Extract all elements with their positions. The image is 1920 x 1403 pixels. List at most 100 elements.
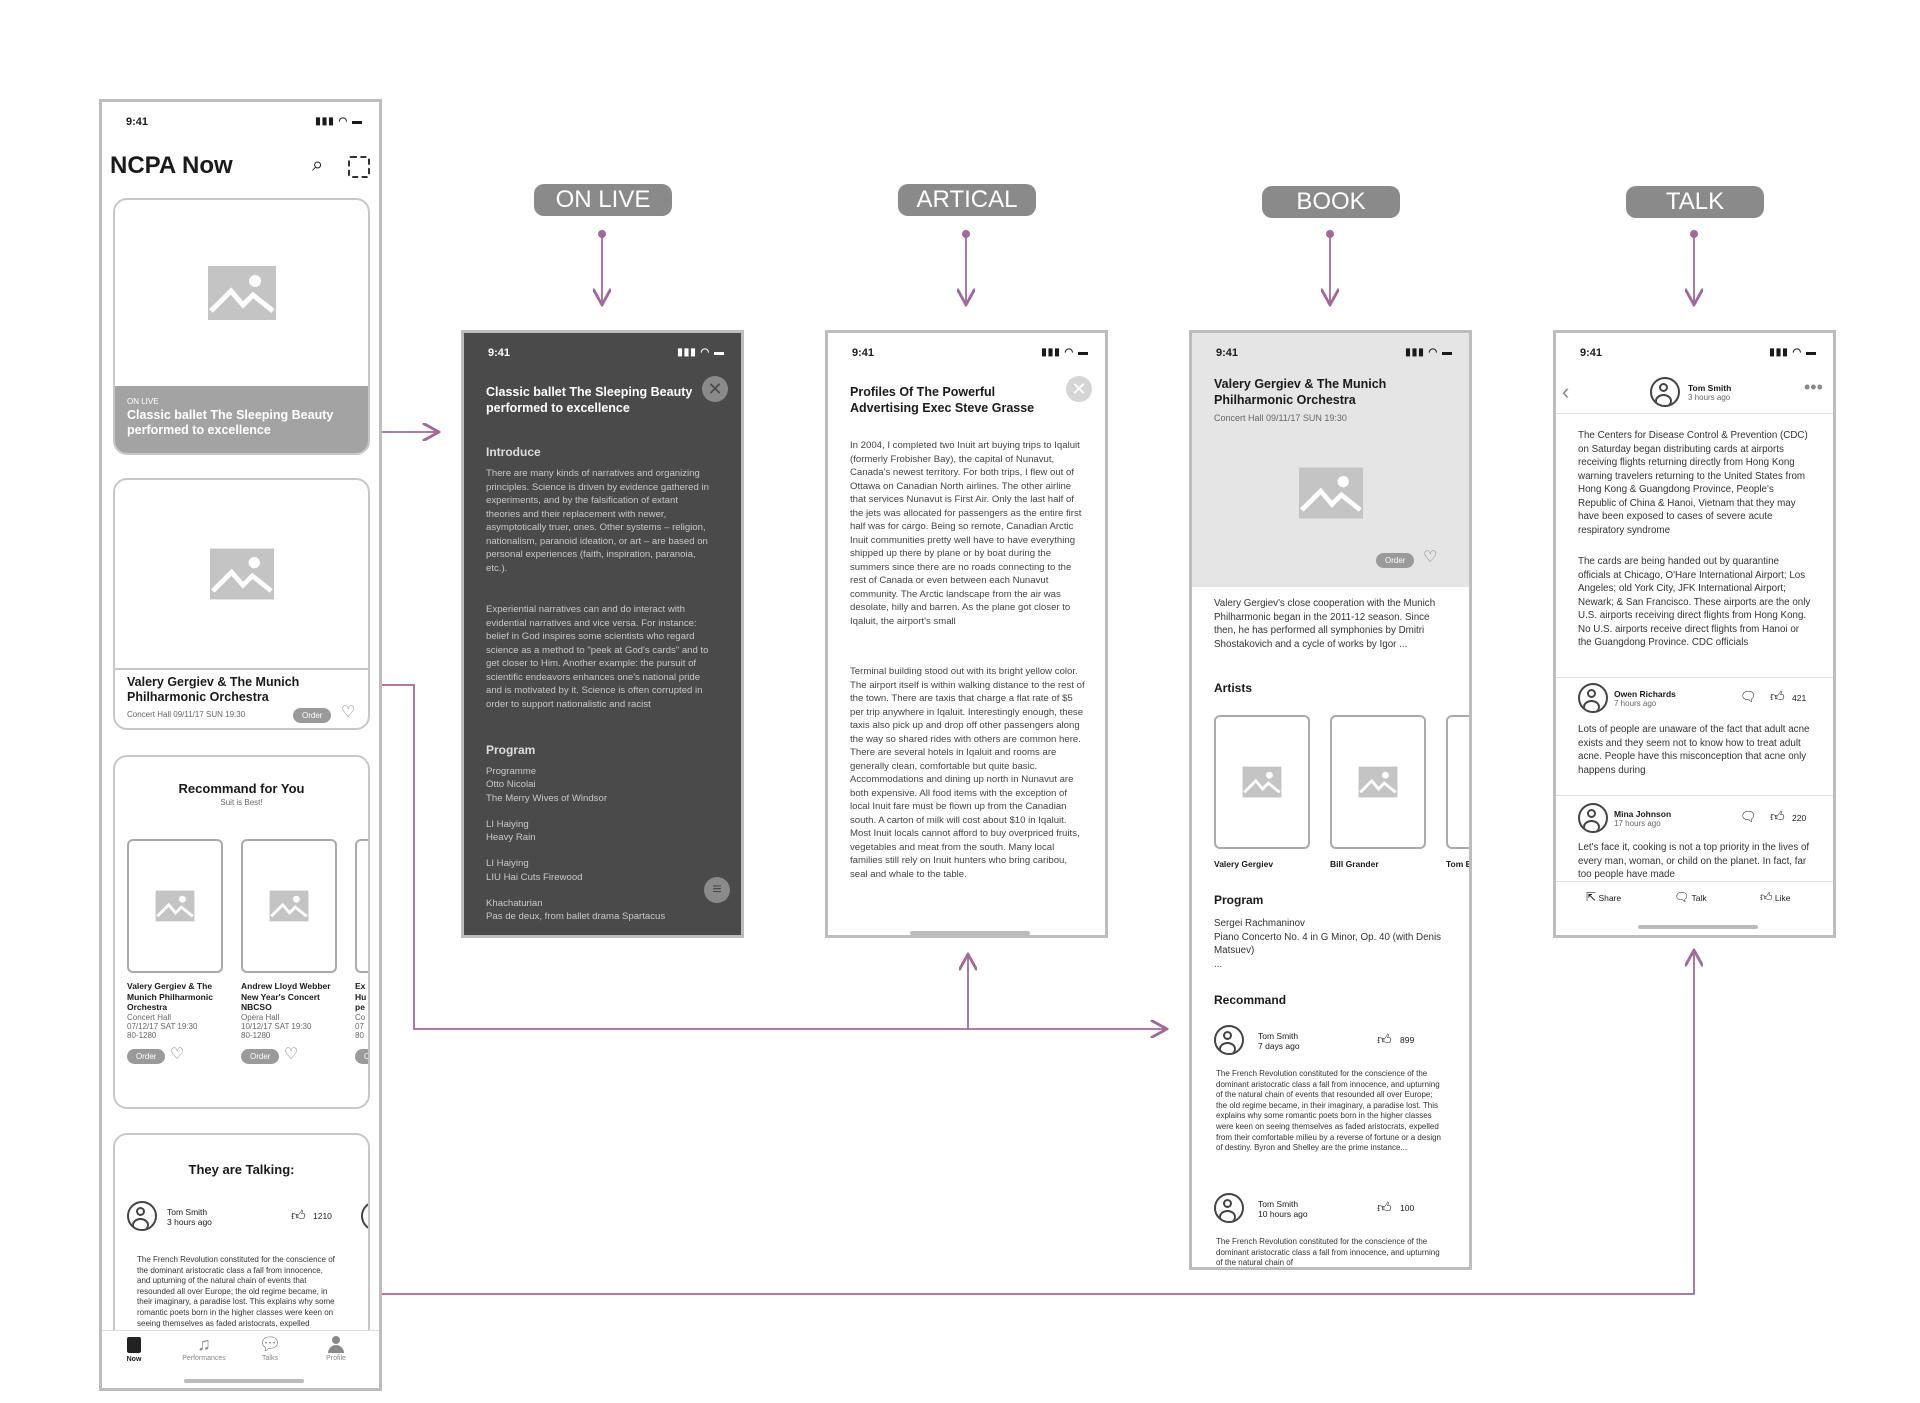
thumbs-up-icon[interactable]: 👍︎: [1770, 688, 1785, 704]
comment-time: 3 hours ago: [167, 1217, 212, 1227]
recommend-item-title: Valery Gergiev & The Munich Philharmonic…: [127, 981, 213, 1012]
tab-now[interactable]: Now: [114, 1337, 154, 1363]
more-icon[interactable]: •••: [1804, 377, 1823, 397]
heart-icon[interactable]: ♡: [341, 704, 356, 721]
status-bar: 9:41 ▮▮▮ ◠ ▬: [464, 333, 741, 369]
tab-label: Talks: [262, 1355, 278, 1362]
share-icon: ⇱: [1586, 890, 1597, 904]
status-bar: 9:41 ▮▮▮ ◠ ▬: [828, 333, 1105, 369]
comment-icon[interactable]: 🗨︎: [1740, 809, 1757, 824]
order-button[interactable]: Order: [293, 708, 332, 723]
recommend-heading: Recommand: [1214, 993, 1287, 1007]
like-button[interactable]: 👍︎ Like: [1760, 890, 1791, 904]
close-icon[interactable]: ✕: [702, 376, 728, 402]
thumbs-up-icon[interactable]: 👍︎: [1770, 808, 1785, 824]
like-count: 421: [1792, 693, 1807, 703]
back-icon[interactable]: ‹: [1562, 379, 1570, 404]
article-paragraph: In 2004, I completed two Inuit art buyin…: [850, 440, 1082, 627]
thumbs-up-icon: 👍︎: [1760, 890, 1773, 904]
recommend-item[interactable]: Ex Hu pe Co 07 80 O: [355, 839, 368, 1064]
home-indicator: [910, 931, 1030, 935]
comment-icon[interactable]: 🗨︎: [1740, 689, 1757, 704]
comment-text: Let's face it, cooking is not a top prio…: [1578, 842, 1810, 879]
avatar: [1650, 377, 1680, 407]
post-paragraph: The cards are being handed out by quaran…: [1578, 556, 1811, 648]
label-talk: TALK: [1626, 186, 1764, 218]
article-title: Profiles Of The Powerful Advertising Exe…: [850, 385, 1035, 415]
order-button[interactable]: Order: [127, 1048, 166, 1064]
status-bar: 9:41 ▮▮▮ ◠ ▬: [1556, 333, 1833, 369]
tab-label: Now: [126, 1356, 142, 1363]
close-icon[interactable]: ✕: [1066, 376, 1092, 402]
tab-talks[interactable]: 💬︎ Talks: [250, 1335, 290, 1362]
hero-title: Classic ballet The Sleeping Beauty perfo…: [127, 408, 334, 437]
recommend-image: [127, 839, 223, 973]
tab-label: Profile: [326, 1355, 346, 1362]
talk-screen: 9:41 ▮▮▮ ◠ ▬ ‹ Tom Smith 3 hours ago •••…: [1553, 330, 1836, 938]
thumbs-up-icon[interactable]: 👍︎: [1377, 1199, 1392, 1215]
artist-name: Valery Gergiev: [1214, 859, 1274, 869]
comment-time: 10 hours ago: [1258, 1209, 1308, 1219]
image-placeholder-icon: [1298, 467, 1363, 519]
talk-button[interactable]: 🗨︎ Talk: [1674, 890, 1707, 904]
label-book: BOOK: [1262, 186, 1400, 218]
book-image: [1192, 443, 1469, 543]
status-time: 9:41: [1580, 347, 1603, 359]
artist-name: Tom B: [1446, 859, 1472, 869]
program-heading: Program: [486, 743, 536, 757]
share-button[interactable]: ⇱ Share: [1586, 890, 1622, 904]
recommend-item-price: 80: [355, 1030, 364, 1040]
post-user: Tom Smith: [1688, 383, 1732, 393]
image-placeholder-icon: [209, 548, 274, 600]
heart-icon[interactable]: ♡: [1423, 549, 1438, 566]
recommend-item[interactable]: Andrew Lloyd Webber New Year's Concert N…: [241, 839, 341, 1064]
artist-image: [1330, 715, 1426, 849]
status-time: 9:41: [1216, 347, 1239, 359]
status-time: 9:41: [126, 116, 149, 128]
thumbs-up-icon[interactable]: 👍︎: [1377, 1031, 1392, 1047]
hero-tag: ON LIVE: [127, 397, 159, 406]
artist-item[interactable]: Bill Grander: [1330, 715, 1426, 869]
signal-wifi-battery-icon: ▮▮▮ ◠ ▬: [1041, 347, 1089, 358]
tab-performances[interactable]: ♫ Performances: [174, 1335, 234, 1362]
recommend-item-price: 80-1280: [127, 1030, 157, 1040]
comment-text: The French Revolution constituted for th…: [1216, 1237, 1440, 1268]
artist-item[interactable]: Tom B: [1446, 715, 1472, 869]
recommend-item[interactable]: Valery Gergiev & The Munich Philharmonic…: [127, 839, 227, 1064]
hero-image: [115, 200, 368, 386]
recommend-item-title: Ex Hu pe: [355, 981, 367, 1012]
order-button[interactable]: Order: [241, 1048, 280, 1064]
recommend-item-venue: Opera Hall: [241, 1012, 280, 1022]
arrow-event-to-book: [352, 684, 1165, 1029]
artist-item[interactable]: Valery Gergiev: [1214, 715, 1310, 869]
scan-icon[interactable]: [348, 156, 370, 178]
order-button[interactable]: O: [355, 1048, 368, 1064]
image-placeholder-icon: [207, 266, 276, 320]
hero-caption-bg: [115, 386, 368, 453]
tab-profile[interactable]: Profile: [316, 1335, 356, 1362]
recommend-title: Recommand for You: [178, 781, 305, 796]
heart-icon[interactable]: ♡: [283, 1045, 299, 1063]
search-icon[interactable]: ⌕: [312, 154, 324, 176]
recommend-item-date: 07: [355, 1021, 364, 1031]
signal-wifi-battery-icon: ▮▮▮ ◠ ▬: [315, 116, 363, 127]
comment-text: Lots of people are unaware of the fact t…: [1578, 724, 1810, 776]
event-card[interactable]: Valery Gergiev & The Munich Philharmonic…: [113, 478, 370, 730]
talking-title: They are Talking:: [188, 1162, 295, 1177]
heart-icon[interactable]: ♡: [169, 1045, 185, 1063]
post-paragraph: The Centers for Disease Control & Preven…: [1578, 430, 1808, 536]
order-button[interactable]: Order: [1376, 553, 1415, 568]
thumbs-up-icon[interactable]: 👍︎: [291, 1207, 306, 1223]
menu-icon[interactable]: ≡: [704, 877, 730, 903]
image-placeholder-icon: [1358, 766, 1398, 798]
hero-card[interactable]: ON LIVE Classic ballet The Sleeping Beau…: [113, 198, 370, 455]
onlive-title: Classic ballet The Sleeping Beauty perfo…: [486, 385, 693, 415]
home-indicator: [1638, 925, 1758, 929]
introduce-paragraph: There are many kinds of narratives and o…: [486, 468, 709, 574]
label-on-live: ON LIVE: [534, 184, 672, 216]
artist-name: Bill Grander: [1330, 859, 1379, 869]
event-title: Valery Gergiev & The Munich Philharmonic…: [127, 675, 300, 704]
like-count: 1210: [313, 1211, 332, 1221]
like-count: 220: [1792, 813, 1807, 823]
